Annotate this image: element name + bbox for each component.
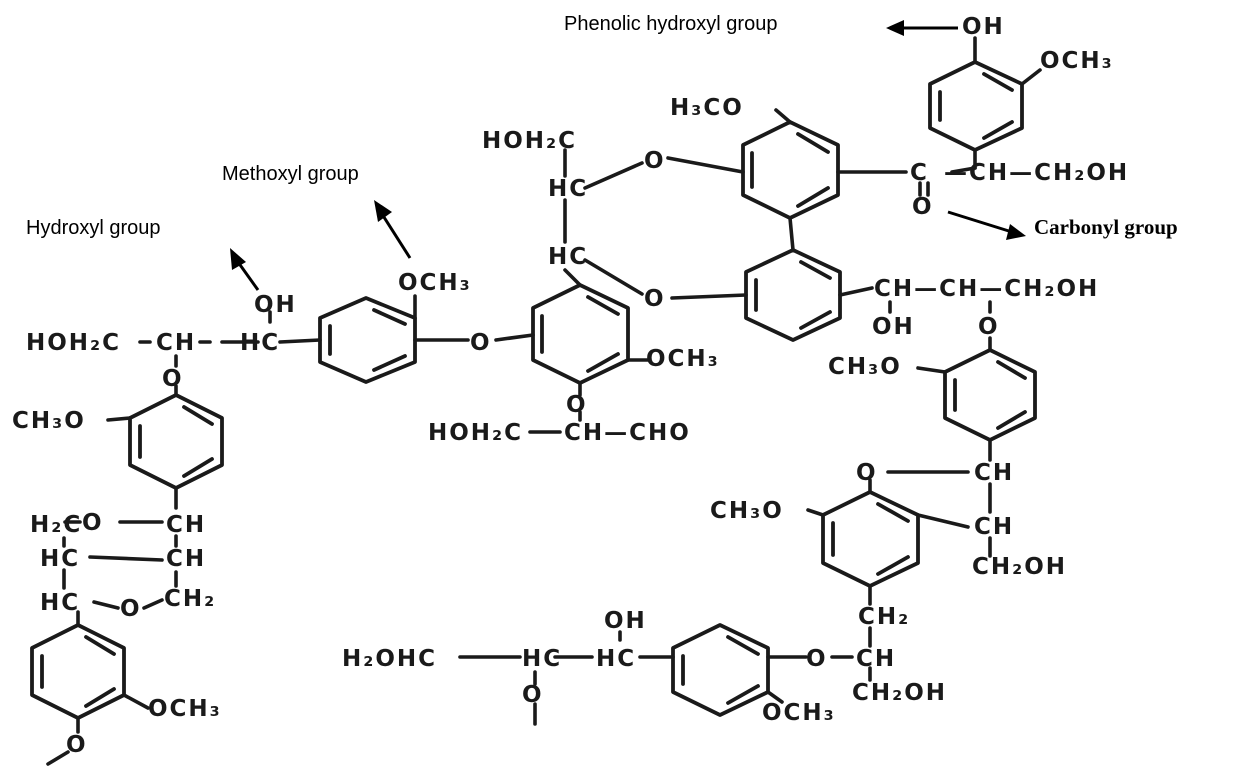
benzene-ring xyxy=(741,120,840,220)
atom-labels: OH OCH₃ —CH—CH₂OH C O H₃CO HOH₂C HC O HC… xyxy=(12,14,1129,758)
atom-label: CH xyxy=(974,460,1014,486)
benzene-ring xyxy=(928,60,1024,152)
methoxyl-label: Methoxyl group xyxy=(222,163,359,185)
atom-label: HOH₂C xyxy=(482,128,577,154)
atom-label: HOH₂C xyxy=(26,330,121,356)
atom-label: OCH₃ xyxy=(646,346,720,372)
atom-label: O xyxy=(806,646,828,672)
benzene-ring xyxy=(671,623,770,717)
atom-label: O xyxy=(120,596,142,622)
benzene-ring xyxy=(943,348,1037,442)
benzene-ring xyxy=(318,296,417,384)
benzene-ring xyxy=(744,248,842,342)
atom-label: O xyxy=(566,392,588,418)
benzene-ring xyxy=(30,623,126,720)
atom-label: H₂OHC xyxy=(342,646,437,672)
atom-label: CH₂OH xyxy=(852,680,947,706)
atom-label: CH xyxy=(166,512,206,538)
atom-label: OH xyxy=(962,14,1005,40)
atom-label: HC xyxy=(240,330,280,356)
atom-label: —CH—CH₂OH xyxy=(944,160,1129,186)
benzene-ring xyxy=(821,490,920,588)
atom-label: O xyxy=(644,286,666,312)
atom-label: O xyxy=(912,194,934,220)
atom-label: CH xyxy=(856,646,896,672)
atom-label: OCH₃ xyxy=(762,700,836,726)
atom-label: O xyxy=(644,148,666,174)
atom-label: O xyxy=(978,314,1000,340)
atom-label: HC xyxy=(40,546,80,572)
atom-label: HC xyxy=(522,646,562,672)
atom-label: CH₂OH xyxy=(972,554,1067,580)
atom-label: CH xyxy=(156,330,196,356)
carbonyl-label: Carbonyl group xyxy=(1034,215,1178,239)
atom-label: C xyxy=(910,160,929,186)
atom-label: O xyxy=(470,330,492,356)
callout-arrows xyxy=(230,20,1026,291)
atom-label: OCH₃ xyxy=(148,696,222,722)
atom-label: HC xyxy=(596,646,636,672)
bond-lines xyxy=(46,36,1042,766)
atom-label: HC xyxy=(40,590,80,616)
atom-label: O xyxy=(82,510,104,536)
atom-label: CH₃O xyxy=(710,498,784,524)
atom-label: CH₃O xyxy=(12,408,86,434)
atom-label: HOH₂C xyxy=(428,420,523,446)
atom-label: H₃CO xyxy=(670,95,744,121)
atom-label: O xyxy=(66,732,88,758)
atom-label: O xyxy=(162,366,184,392)
atom-label: CH₂ xyxy=(164,586,216,612)
atom-label: CH₃O xyxy=(828,354,902,380)
atom-label: HC xyxy=(548,244,588,270)
hydroxyl-label: Hydroxyl group xyxy=(26,217,161,239)
atom-label: OCH₃ xyxy=(1040,48,1114,74)
atom-label: O xyxy=(856,460,878,486)
atom-label: OH xyxy=(872,314,915,340)
atom-label: O xyxy=(522,682,544,708)
atom-label: CH—CHO xyxy=(564,420,691,446)
atom-label: CH₂ xyxy=(858,604,910,630)
atom-label: CH xyxy=(974,514,1014,540)
phenolic-hydroxyl-label: Phenolic hydroxyl group xyxy=(564,13,777,35)
atom-label: CH—CH—CH₂OH xyxy=(874,276,1099,302)
atom-label: OCH₃ xyxy=(398,270,472,296)
benzene-ring xyxy=(531,283,630,385)
atom-label: H₂C xyxy=(30,512,82,538)
atom-label: CH xyxy=(166,546,206,572)
atom-label: OH xyxy=(254,292,297,318)
benzene-ring xyxy=(128,393,224,490)
atom-label: HC xyxy=(548,176,588,202)
atom-label: OH xyxy=(604,608,647,634)
